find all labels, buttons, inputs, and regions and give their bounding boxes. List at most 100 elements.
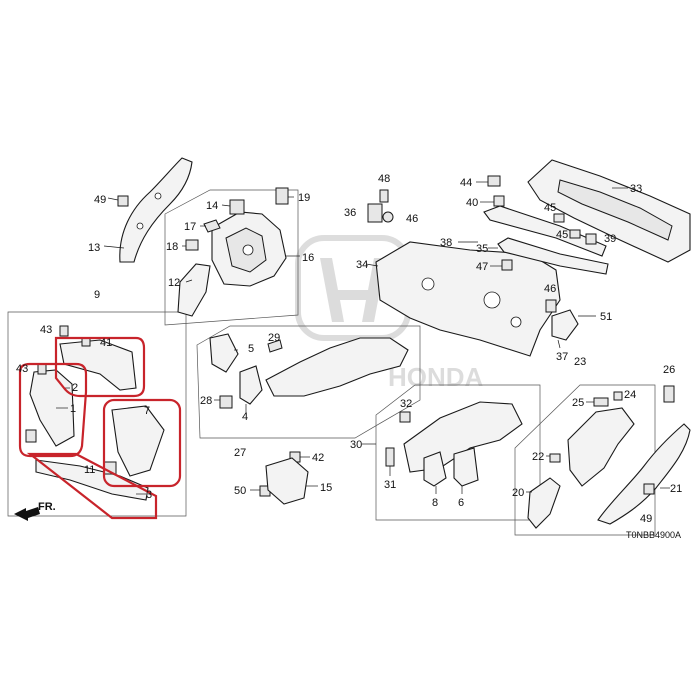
callout-39: 39: [604, 233, 616, 245]
part-5-upper-member: [59, 339, 137, 391]
part-6: [453, 447, 479, 487]
part-26: [663, 385, 675, 403]
part-43-clip-a: [59, 325, 69, 337]
callout-48: 48: [378, 173, 390, 185]
part-15: [265, 457, 309, 505]
callout-45-b: 45: [556, 229, 568, 241]
part-10-bolt: [25, 429, 37, 443]
callout-51: 51: [600, 311, 612, 323]
callout-16: 16: [302, 252, 314, 264]
callout-34: 34: [356, 259, 368, 271]
part-4: [239, 365, 263, 405]
part-25: [593, 397, 609, 407]
part-32: [399, 411, 411, 423]
highlight-part-2: [18, 362, 88, 458]
part-45-clip-a: [553, 213, 565, 223]
callout-30: 30: [350, 439, 362, 451]
callout-23: 23: [574, 356, 586, 368]
part-41-clip: [81, 337, 91, 347]
svg-text:HONDA: HONDA: [388, 362, 484, 392]
callout-35: 35: [476, 243, 488, 255]
callout-labels: 1 2 3 4 5 6 7 8 9 11 12 13 14 15 16 17 1…: [16, 173, 682, 525]
front-direction-arrow: FR.: [14, 501, 56, 521]
highlight-part-7: [102, 398, 182, 488]
part-27-main: [265, 337, 409, 397]
group-box-27: [196, 325, 421, 439]
part-49-bolt: [117, 195, 129, 207]
part-37: [551, 309, 579, 341]
group-box-16: [164, 189, 299, 326]
callout-38: 38: [440, 237, 452, 249]
callout-6: 6: [458, 497, 464, 509]
callout-32: 32: [400, 398, 412, 410]
callout-28: 28: [200, 395, 212, 407]
callout-20: 20: [512, 487, 524, 499]
callout-27: 27: [234, 447, 246, 459]
part-36-bracket: [367, 203, 383, 223]
part-40-clip: [493, 195, 505, 207]
part-29: [267, 339, 283, 353]
part-46-bolt-lower: [545, 299, 557, 313]
part-28: [219, 395, 233, 409]
callout-50: 50: [234, 485, 246, 497]
callout-3: 3: [146, 489, 152, 501]
callout-40: 40: [466, 197, 478, 209]
part-22: [549, 453, 561, 463]
honda-watermark: HONDA: [295, 235, 484, 392]
callout-47: 47: [476, 261, 488, 273]
callout-18: 18: [166, 241, 178, 253]
callout-8: 8: [432, 497, 438, 509]
part-49-lower: [643, 483, 655, 495]
callout-29: 29: [268, 332, 280, 344]
callout-19: 19: [298, 192, 310, 204]
callout-41: 41: [100, 337, 112, 349]
part-35: [497, 237, 609, 275]
catalog-code: T0NBB4900A: [626, 530, 681, 540]
callout-37: 37: [556, 351, 568, 363]
callout-33: 33: [630, 183, 642, 195]
part-23-main: [567, 407, 635, 487]
callout-7: 7: [144, 405, 150, 417]
callout-45-a: 45: [544, 202, 556, 214]
callout-15: 15: [320, 482, 332, 494]
group-box-30: [375, 384, 541, 521]
callout-31: 31: [384, 479, 396, 491]
part-39-clip: [585, 233, 597, 245]
part-5: [209, 333, 239, 373]
callout-49-a: 49: [94, 194, 106, 206]
part-47-nut: [501, 259, 513, 271]
part-34: [375, 241, 561, 357]
callout-46-a: 46: [406, 213, 418, 225]
callout-13: 13: [88, 242, 100, 254]
part-13: [119, 157, 193, 263]
part-38-upper: [483, 205, 607, 257]
callout-36: 36: [344, 207, 356, 219]
callout-11: 11: [84, 464, 95, 476]
part-3: [35, 459, 149, 501]
callout-46-b: 46: [544, 283, 556, 295]
part-7: [111, 405, 165, 477]
callout-49-b: 49: [640, 513, 652, 525]
callout-22: 22: [532, 451, 544, 463]
part-14: [229, 199, 245, 215]
callout-5: 5: [248, 343, 254, 355]
callout-44: 44: [460, 177, 472, 189]
callout-21: 21: [670, 483, 682, 495]
part-2: [29, 369, 75, 447]
part-19: [275, 187, 289, 205]
part-46-nut: [382, 211, 394, 223]
callout-43-a: 43: [40, 324, 52, 336]
part-8: [423, 451, 447, 487]
part-24: [613, 391, 623, 401]
callout-1: 1: [70, 403, 76, 415]
part-12: [177, 263, 211, 317]
part-17: [203, 219, 221, 233]
part-20: [527, 477, 561, 529]
callout-25: 25: [572, 397, 584, 409]
callout-12: 12: [168, 277, 180, 289]
part-48-bolt: [379, 189, 389, 203]
part-33-detail: [557, 179, 673, 241]
callout-14: 14: [206, 200, 218, 212]
part-44-grommet: [487, 175, 501, 187]
